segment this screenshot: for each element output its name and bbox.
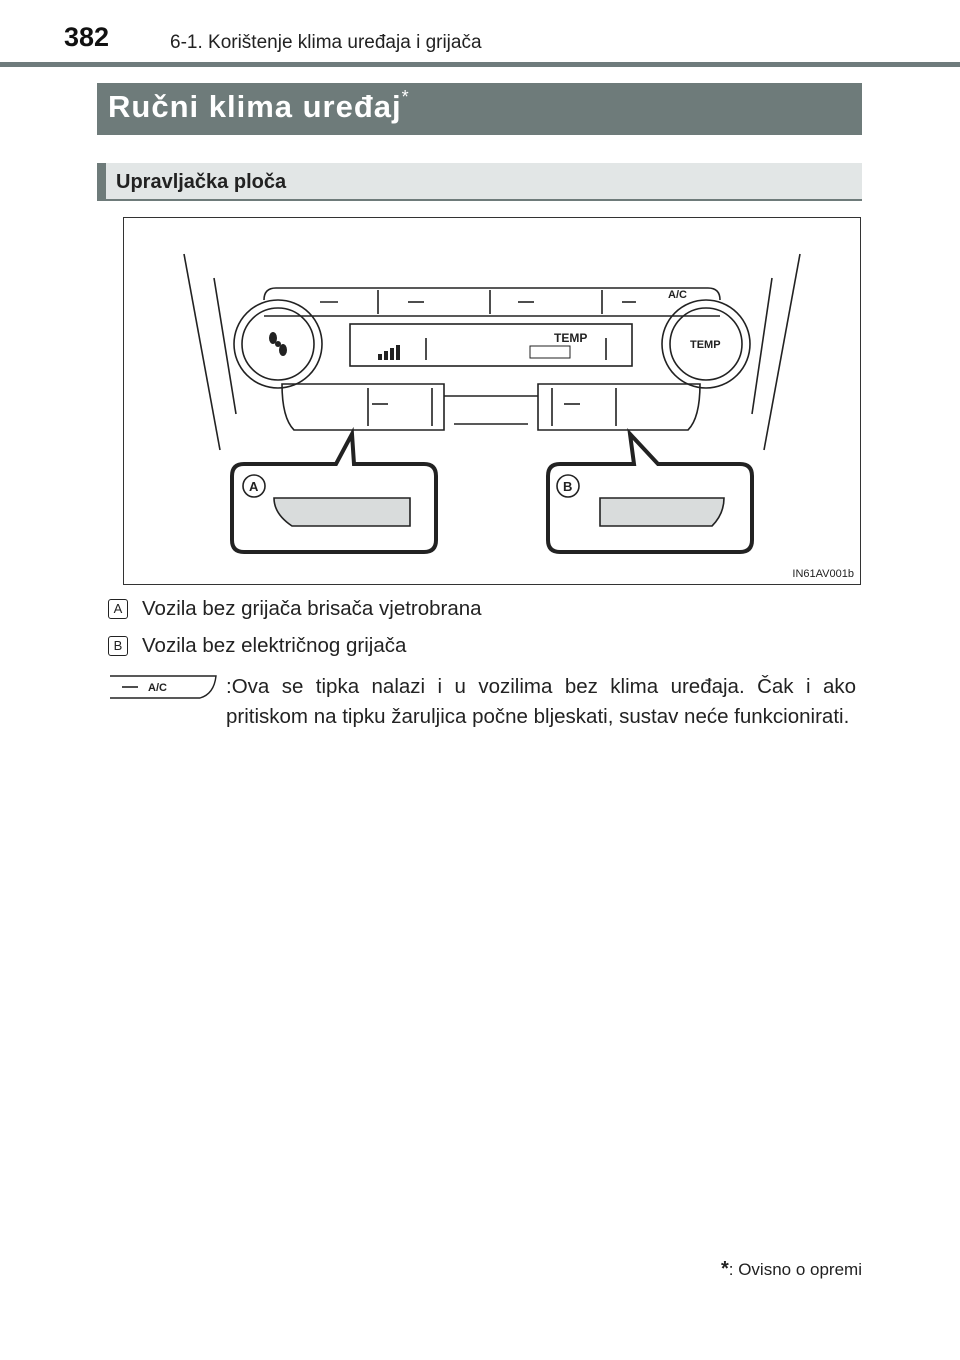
subsection-accent (97, 163, 106, 201)
subsection-banner (97, 163, 862, 201)
section-title: Ručni klima uređaj* (108, 87, 410, 125)
ac-icon-label: A/C (148, 682, 167, 694)
callout-a-label: A (249, 479, 259, 494)
legend-badge-a: A (108, 599, 128, 619)
section-title-marker: * (401, 87, 410, 107)
display-temp-label: TEMP (554, 331, 587, 345)
subsection-title: Upravljačka ploča (116, 171, 287, 193)
temp-gauge (529, 345, 571, 359)
note-text: :Ova se tipka nalazi i u vozilima bez kl… (226, 675, 856, 728)
fan-icon (269, 332, 287, 356)
footnote-marker: * (720, 1258, 729, 1280)
legend-item-b: B Vozila bez električnog grijača (108, 634, 406, 658)
section-title-text: Ručni klima uređaj (108, 89, 402, 124)
fan-level-bars (378, 345, 400, 360)
legend-text-a: Vozila bez grijača brisača vjetrobrana (142, 597, 482, 620)
legend-text-b: Vozila bez električnog grijača (142, 634, 407, 657)
section-banner (97, 83, 862, 135)
footnote-text: : Ovisno o opremi (728, 1260, 862, 1279)
page-number: 382 (64, 22, 110, 52)
control-panel-figure: A/C TEMP TEMP A B IN61AV001b (123, 217, 861, 585)
chapter-title: 6-1. Korištenje klima uređaja i grijača (170, 32, 482, 53)
footnote: *: Ovisno o opremi (721, 1258, 862, 1281)
legend-item-a: A Vozila bez grijača brisača vjetrobrana (108, 597, 482, 621)
control-panel-illustration: A/C TEMP TEMP A B (183, 253, 801, 554)
legend-badge-b: B (108, 636, 128, 656)
ac-button-label: A/C (668, 289, 687, 301)
callout-b-label: B (563, 479, 572, 494)
header-rule (0, 62, 960, 67)
ac-button-icon: A/C (110, 675, 217, 699)
temp-knob-label: TEMP (690, 339, 721, 351)
figure-code: IN61AV001b (792, 568, 854, 580)
